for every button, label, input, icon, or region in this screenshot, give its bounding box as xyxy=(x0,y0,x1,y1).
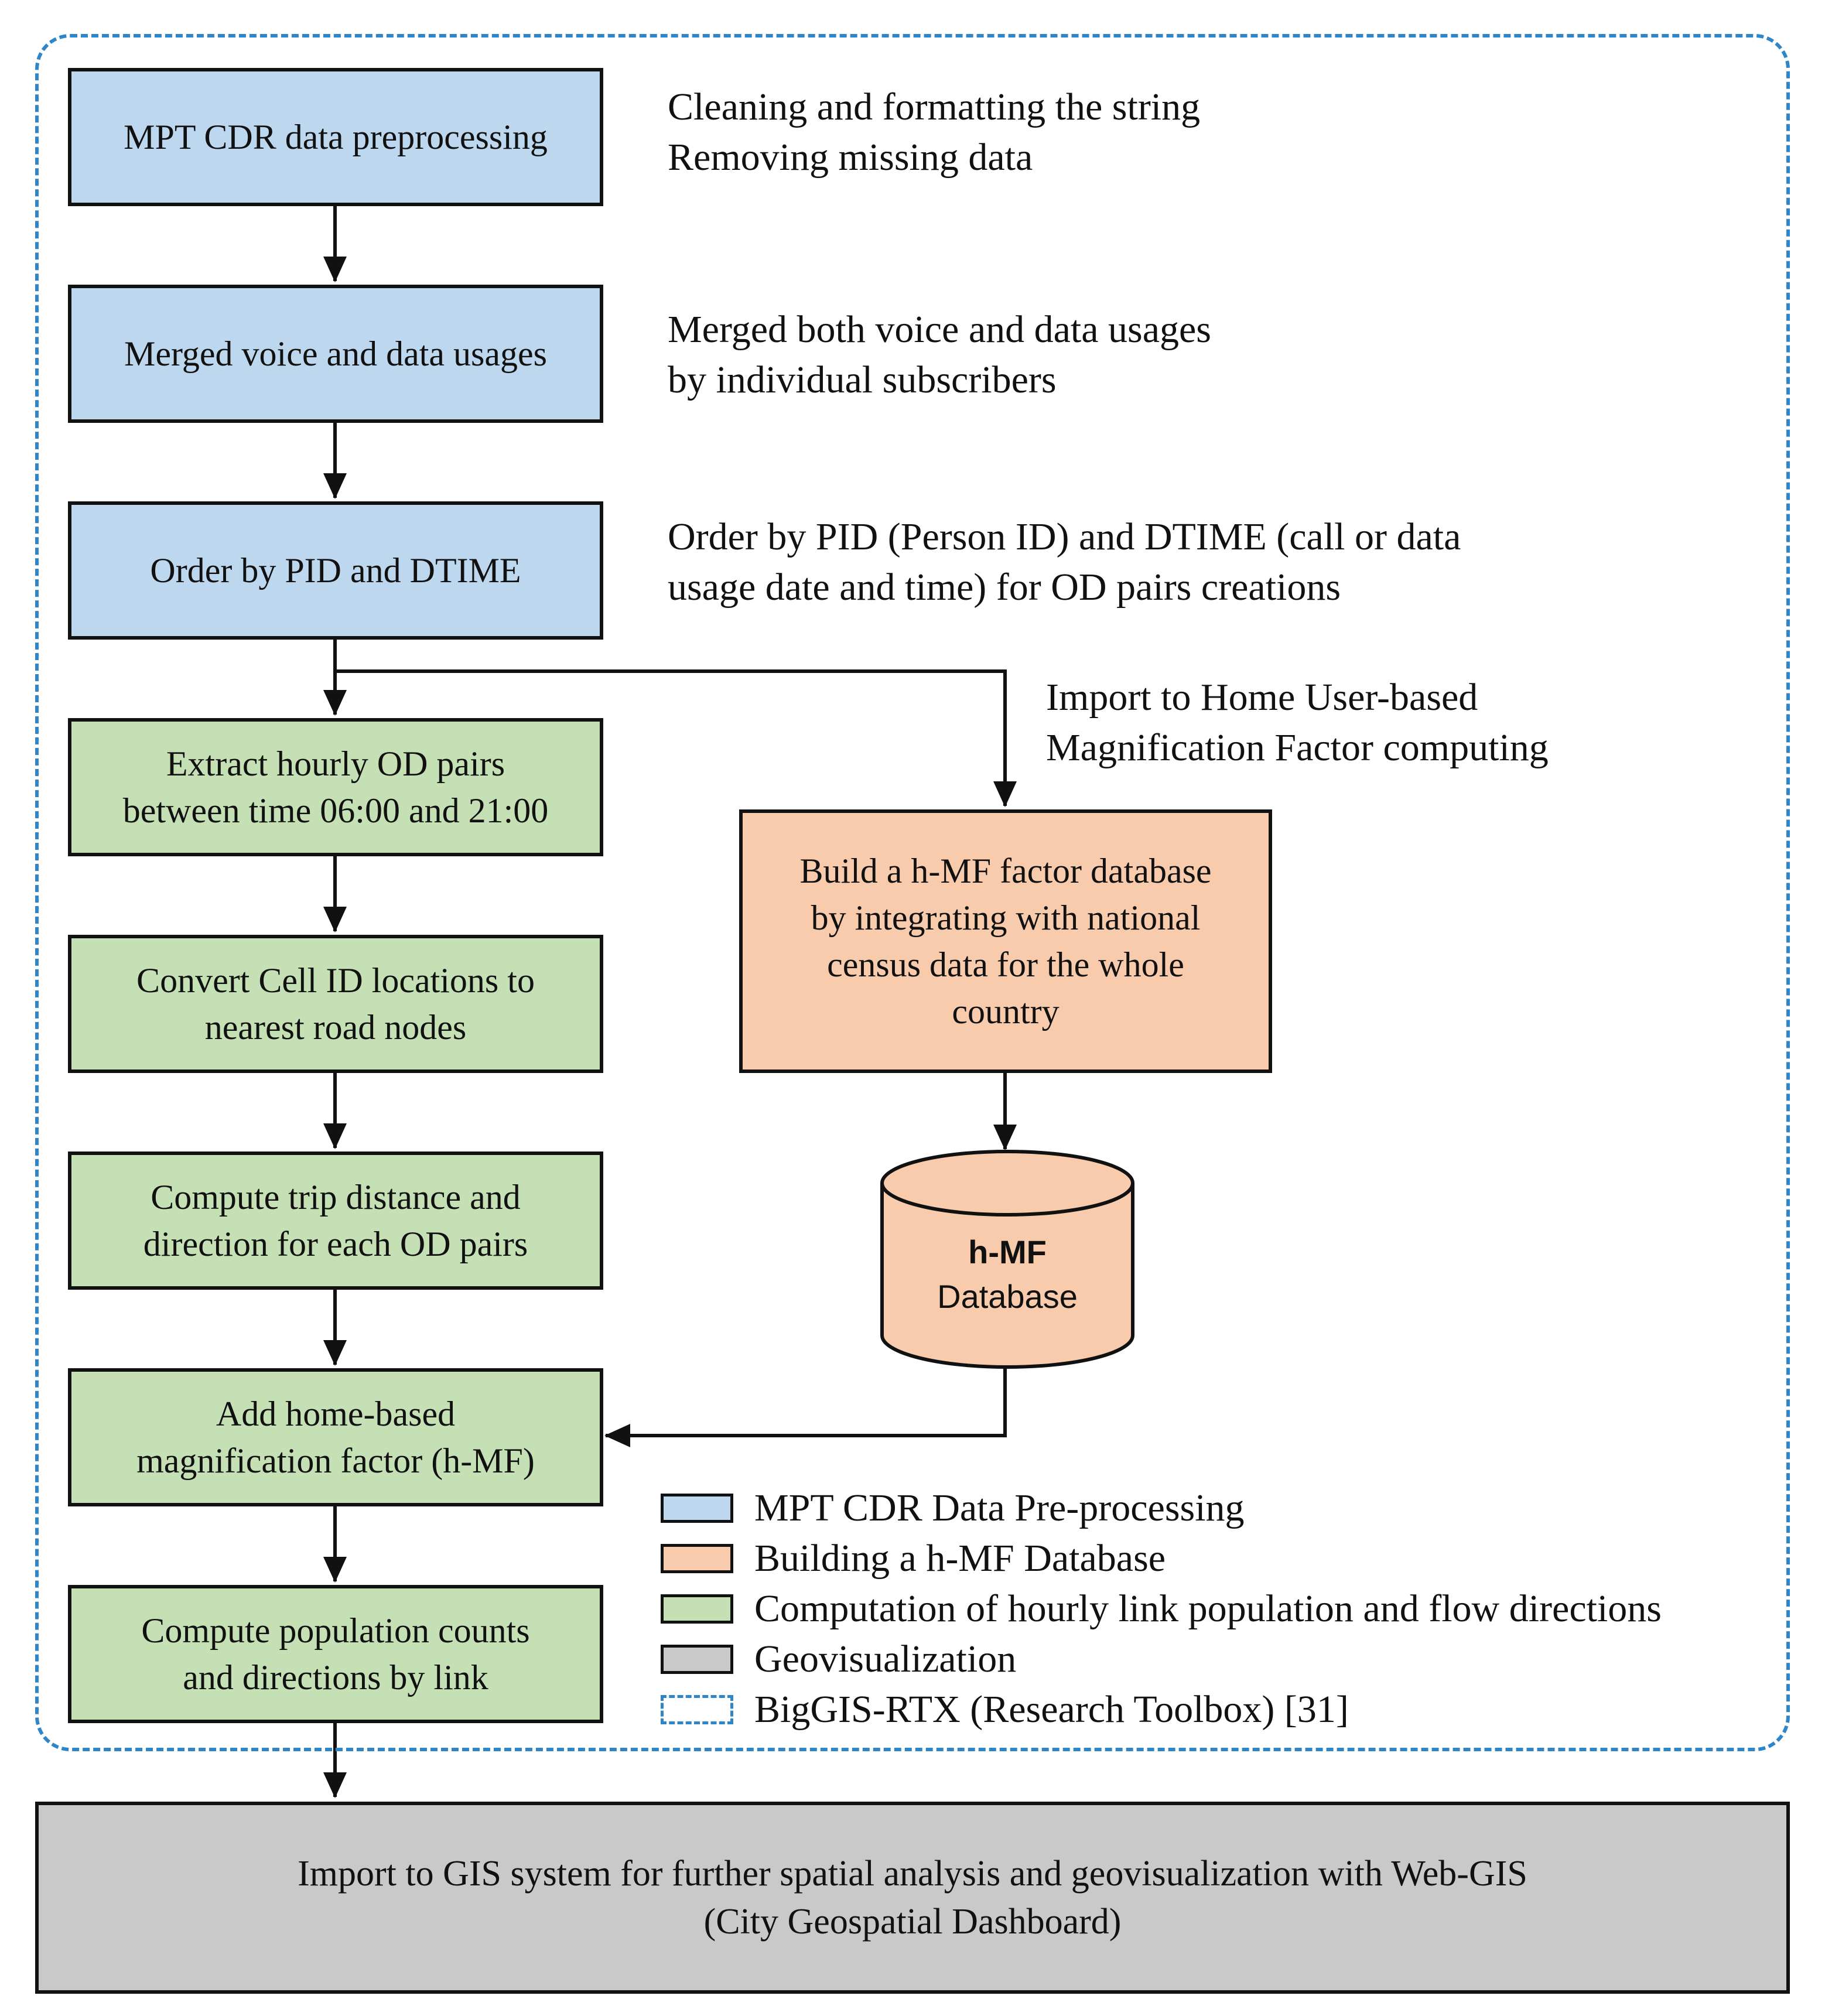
legend-swatch-dashed xyxy=(661,1695,733,1724)
legend-swatch-green xyxy=(661,1594,733,1624)
legend-swatch-orange xyxy=(661,1544,733,1573)
step-order: Order by PID and DTIME xyxy=(68,501,603,640)
legend-swatch-grey xyxy=(661,1645,733,1674)
step-add-hmf: Add home-based magnification factor (h-M… xyxy=(68,1368,603,1506)
legend-preprocessing: MPT CDR Data Pre-processing xyxy=(661,1488,1245,1529)
legend-label-toolbox: BigGIS-RTX (Research Toolbox) [31] xyxy=(754,1688,1349,1731)
step-convert-cell-id: Convert Cell ID locations to nearest roa… xyxy=(68,935,603,1073)
step-convert-cell-id-label: Convert Cell ID locations to nearest roa… xyxy=(136,961,535,1047)
step-extract-od-pairs-label: Extract hourly OD pairs between time 06:… xyxy=(122,744,549,830)
step-extract-od-pairs: Extract hourly OD pairs between time 06:… xyxy=(68,718,603,856)
step-population-counts: Compute population counts and directions… xyxy=(68,1585,603,1723)
note-preprocessing: Cleaning and formatting the string Remov… xyxy=(668,86,1201,179)
step-merged-usages: Merged voice and data usages xyxy=(68,285,603,423)
step-merged-usages-label: Merged voice and data usages xyxy=(124,334,547,373)
legend-geovisualization: Geovisualization xyxy=(661,1639,1016,1680)
note-import: Import to Home User-based Magnification … xyxy=(1046,676,1549,769)
arrow-order-to-build-db xyxy=(335,669,1017,807)
legend-label-building-db: Building a h-MF Database xyxy=(754,1537,1166,1580)
legend-label-preprocessing: MPT CDR Data Pre-processing xyxy=(754,1487,1245,1529)
step-order-label: Order by PID and DTIME xyxy=(150,551,521,590)
step-import-gis-label: Import to GIS system for further spatial… xyxy=(298,1854,1527,1942)
database-title: h-MF xyxy=(968,1233,1047,1270)
database-cylinder-icon xyxy=(880,1150,1134,1369)
database-subtitle: Database xyxy=(937,1278,1078,1315)
step-preprocessing: MPT CDR data preprocessing xyxy=(68,68,603,206)
legend-computation: Computation of hourly link population an… xyxy=(661,1588,1662,1629)
legend-label-geovisualization: Geovisualization xyxy=(754,1638,1017,1680)
step-compute-trip-label: Compute trip distance and direction for … xyxy=(143,1178,528,1263)
step-compute-trip: Compute trip distance and direction for … xyxy=(68,1151,603,1290)
step-import-gis: Import to GIS system for further spatial… xyxy=(35,1802,1790,1994)
research-toolbox-boundary xyxy=(35,34,1790,1751)
legend-building-db: Building a h-MF Database xyxy=(661,1538,1166,1579)
arrow-database-to-add-hmf xyxy=(604,1365,1007,1447)
step-build-hmf-database-label: Build a h-MF factor database by integrat… xyxy=(799,852,1212,1031)
step-build-hmf-database: Build a h-MF factor database by integrat… xyxy=(739,809,1272,1073)
legend-label-computation: Computation of hourly link population an… xyxy=(754,1587,1662,1630)
note-merged: Merged both voice and data usages by ind… xyxy=(668,308,1211,401)
step-preprocessing-label: MPT CDR data preprocessing xyxy=(124,118,548,156)
database-label: h-MF Database xyxy=(879,1230,1136,1319)
legend-swatch-blue xyxy=(661,1494,733,1523)
step-add-hmf-label: Add home-based magnification factor (h-M… xyxy=(136,1395,535,1480)
note-order: Order by PID (Person ID) and DTIME (call… xyxy=(668,515,1461,609)
legend-toolbox: BigGIS-RTX (Research Toolbox) [31] xyxy=(661,1689,1349,1730)
step-population-counts-label: Compute population counts and directions… xyxy=(141,1611,530,1697)
